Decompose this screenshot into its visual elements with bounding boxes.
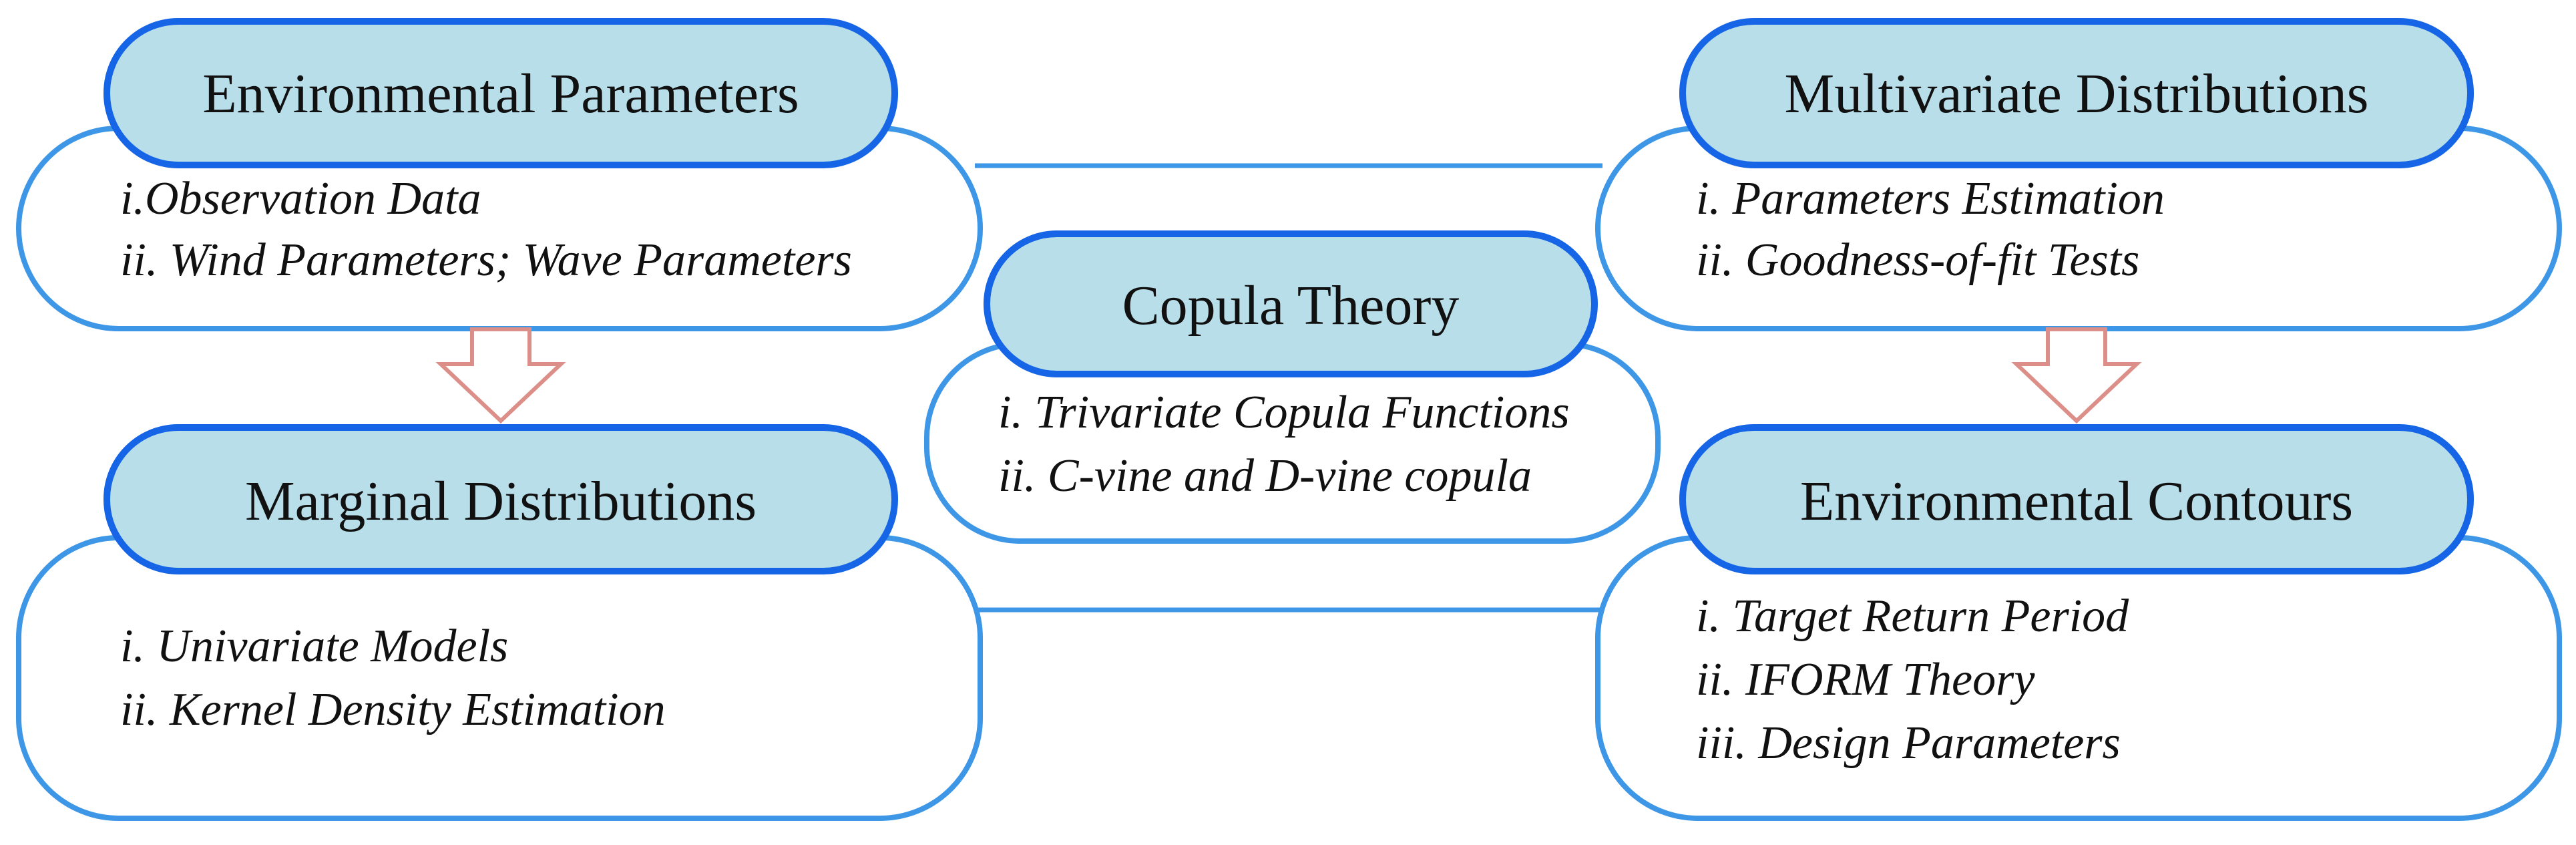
marginal-title: Marginal Distributions (245, 470, 757, 532)
marginal-header (103, 424, 898, 574)
env-params-node: Environmental Parameters i.Observation D… (16, 18, 983, 331)
marginal-box (16, 535, 983, 821)
contours-item-1: i. Target Return Period (1696, 590, 2129, 642)
arrow-down-right-icon (2011, 327, 2142, 424)
env-params-item-1: i.Observation Data (120, 173, 481, 224)
marginal-item-2: ii. Kernel Density Estimation (120, 684, 666, 735)
multivariate-item-1: i. Parameters Estimation (1696, 173, 2165, 224)
contours-header (1679, 424, 2474, 574)
contours-item-3: iii. Design Parameters (1696, 717, 2121, 769)
contours-title: Environmental Contours (1800, 470, 2353, 532)
copula-header (984, 230, 1598, 377)
env-params-item-2: ii. Wind Parameters; Wave Parameters (120, 234, 852, 286)
multivariate-header (1679, 18, 2474, 168)
copula-title: Copula Theory (1122, 275, 1460, 337)
arrow-down-left-icon (435, 327, 566, 424)
multivariate-item-2: ii. Goodness-of-fit Tests (1696, 234, 2139, 286)
copula-item-2: ii. C-vine and D-vine copula (998, 450, 1532, 502)
multivariate-title: Multivariate Distributions (1785, 63, 2369, 125)
copula-node: Copula Theory i. Trivariate Copula Funct… (924, 230, 1661, 544)
env-params-header (103, 18, 898, 168)
env-params-title: Environmental Parameters (202, 63, 799, 125)
multivariate-node: Multivariate Distributions i. Parameters… (1595, 18, 2562, 331)
marginal-item-1: i. Univariate Models (120, 621, 508, 672)
contours-node: Environmental Contours i. Target Return … (1595, 424, 2562, 821)
contours-item-2: ii. IFORM Theory (1696, 654, 2035, 705)
copula-item-1: i. Trivariate Copula Functions (998, 387, 1570, 438)
marginal-node: Marginal Distributions i. Univariate Mod… (16, 424, 983, 821)
